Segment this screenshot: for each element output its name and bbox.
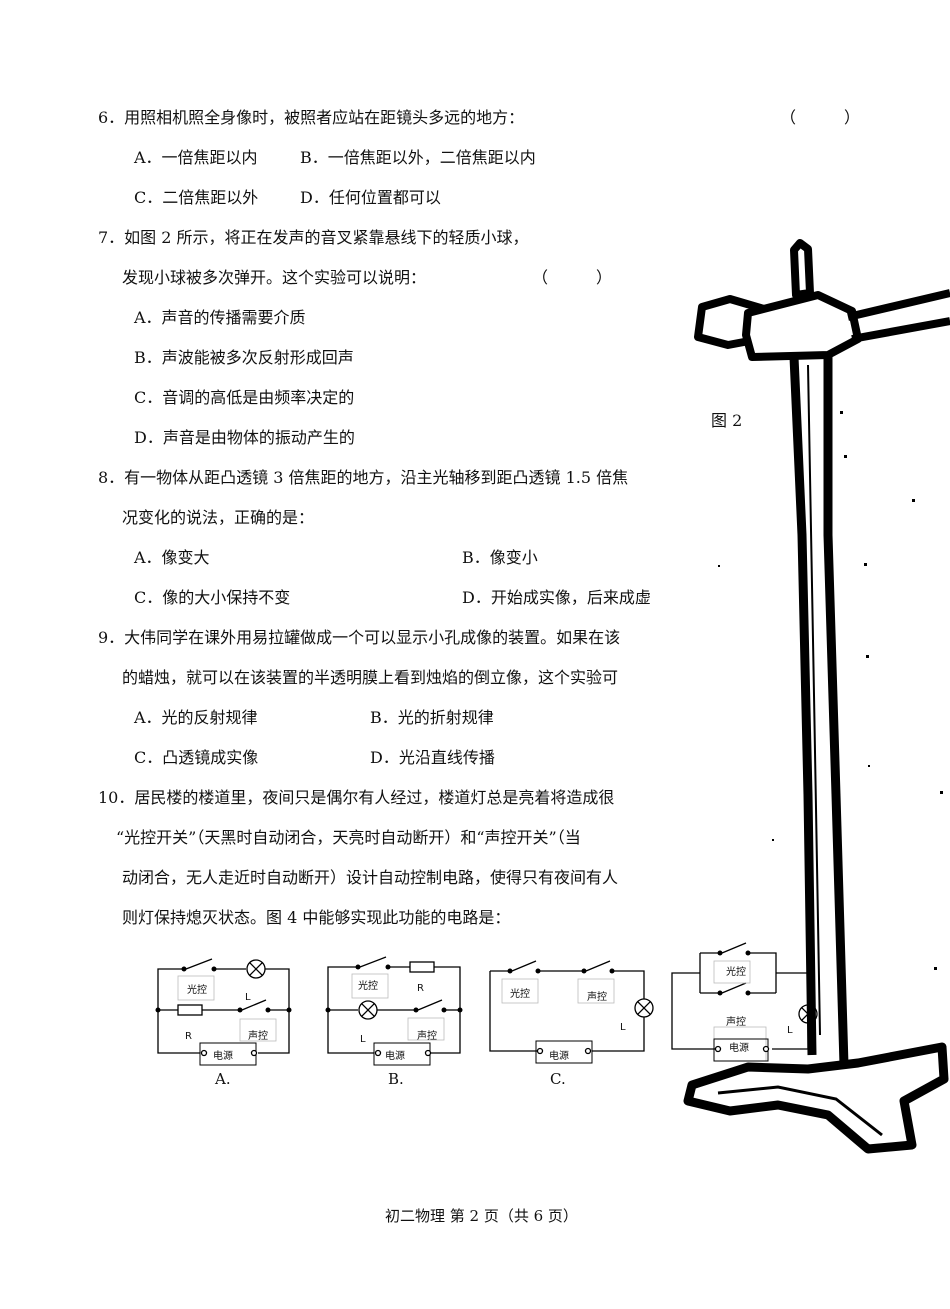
q7-stem-line2: 发现小球被多次弹开。这个实验可以说明： [122, 268, 427, 287]
circuit-c-power-label: 电源 [549, 1051, 569, 1062]
circuit-d-sound-switch-label: 声控 [726, 1017, 746, 1028]
q10-stem-line1: 10．居民楼的楼道里，夜间只是偶尔有人经过，楼道灯总是亮着将造成很 [98, 788, 615, 807]
q6-option-a: A．一倍焦距以内 [134, 148, 258, 167]
q10-stem-line4: 则灯保持熄灭状态。图 4 中能够实现此功能的电路是： [122, 908, 511, 927]
circuit-c-label: C. [550, 1070, 566, 1088]
circuit-b-diagram [325, 956, 463, 1066]
q9-option-b: B．光的折射规律 [370, 708, 494, 727]
q8-option-c: C．像的大小保持不变 [134, 588, 291, 607]
circuit-b-power-label: 电源 [385, 1051, 405, 1062]
circuit-c-sound-switch-label: 声控 [587, 992, 607, 1003]
q9-stem-line2: 的蜡烛，就可以在该装置的半透明膜上看到烛焰的倒立像，这个实验可 [122, 668, 619, 687]
circuit-b-sound-switch-label: 声控 [417, 1031, 437, 1042]
stand-top-post [790, 239, 814, 299]
q10-stem-line2: “光控开关”（天黑时自动闭合，天亮时自动断开）和“声控开关”（当 [116, 828, 581, 847]
q6-option-b: B．一倍焦距以外，二倍焦距以内 [300, 148, 536, 167]
stand-clamp [742, 291, 862, 361]
circuit-a-label: A. [215, 1070, 231, 1088]
q6-option-d: D．任何位置都可以 [300, 188, 441, 207]
page-footer: 初二物理 第 2 页（共 6 页） [385, 1207, 578, 1225]
circuit-a-power-label: 电源 [213, 1051, 233, 1062]
circuit-d-power-label: 电源 [729, 1043, 749, 1054]
q7-stem-line1: 7．如图 2 所示，将正在发声的音叉紧靠悬线下的轻质小球， [98, 228, 529, 247]
q9-option-a: A．光的反射规律 [134, 708, 258, 727]
q6-answer-blank: （ ） [780, 108, 861, 127]
circuit-a-diagram [155, 958, 292, 1066]
stand-figure [683, 239, 950, 1154]
q8-stem-line2: 况变化的说法，正确的是： [122, 508, 315, 527]
stand-pole [789, 356, 849, 1066]
circuit-b-light-switch-label: 光控 [358, 981, 378, 992]
q9-option-c: C．凸透镜成实像 [134, 748, 259, 767]
q7-option-d: D．声音是由物体的振动产生的 [134, 428, 355, 447]
q7-option-a: A．声音的传播需要介质 [134, 308, 306, 327]
circuit-a-lamp-label: L [245, 992, 251, 1003]
q8-option-b: B．像变小 [462, 548, 538, 567]
circuit-d-lamp-label: L [787, 1025, 793, 1036]
circuit-c-lamp-label: L [620, 1022, 626, 1033]
circuit-c-diagram [489, 960, 654, 1064]
scan-speckles [718, 411, 943, 970]
q8-option-a: A．像变大 [134, 548, 210, 567]
circuit-b-label: B. [388, 1070, 404, 1088]
circuit-d-light-switch-label: 光控 [726, 967, 746, 978]
q9-option-d: D．光沿直线传播 [370, 748, 495, 767]
circuit-c-light-switch-label: 光控 [510, 989, 530, 1000]
stand-arm-right [847, 289, 950, 343]
q8-stem-line1: 8．有一物体从距凸透镜 3 倍焦距的地方，沿主光轴移到距凸透镜 1.5 倍焦 [98, 468, 629, 487]
circuit-b-lamp-label: L [360, 1034, 366, 1045]
circuit-a-resistor-label: R [185, 1031, 192, 1042]
q7-option-c: C．音调的高低是由频率决定的 [134, 388, 355, 407]
q10-stem-line3: 动闭合，无人走近时自动断开）设计自动控制电路，使得只有夜间有人 [122, 868, 619, 887]
circuit-b-resistor-label: R [417, 983, 424, 994]
q9-stem-line1: 9．大伟同学在课外用易拉罐做成一个可以显示小孔成像的装置。如果在该 [98, 628, 621, 647]
q6-option-c: C．二倍焦距以外 [134, 188, 259, 207]
q6-stem: 6．用照相机照全身像时，被照者应站在距镜头多远的地方： [98, 108, 525, 127]
figure-2-label: 图 2 [711, 411, 743, 430]
stand-base [683, 1042, 949, 1154]
q8-option-d: D．开始成实像，后来成虚 [462, 588, 651, 607]
q7-option-b: B．声波能被多次反射形成回声 [134, 348, 354, 367]
q7-answer-blank: （ ） [532, 268, 613, 287]
circuit-a-sound-switch-label: 声控 [248, 1031, 268, 1042]
circuit-a-light-switch-label: 光控 [187, 985, 207, 996]
